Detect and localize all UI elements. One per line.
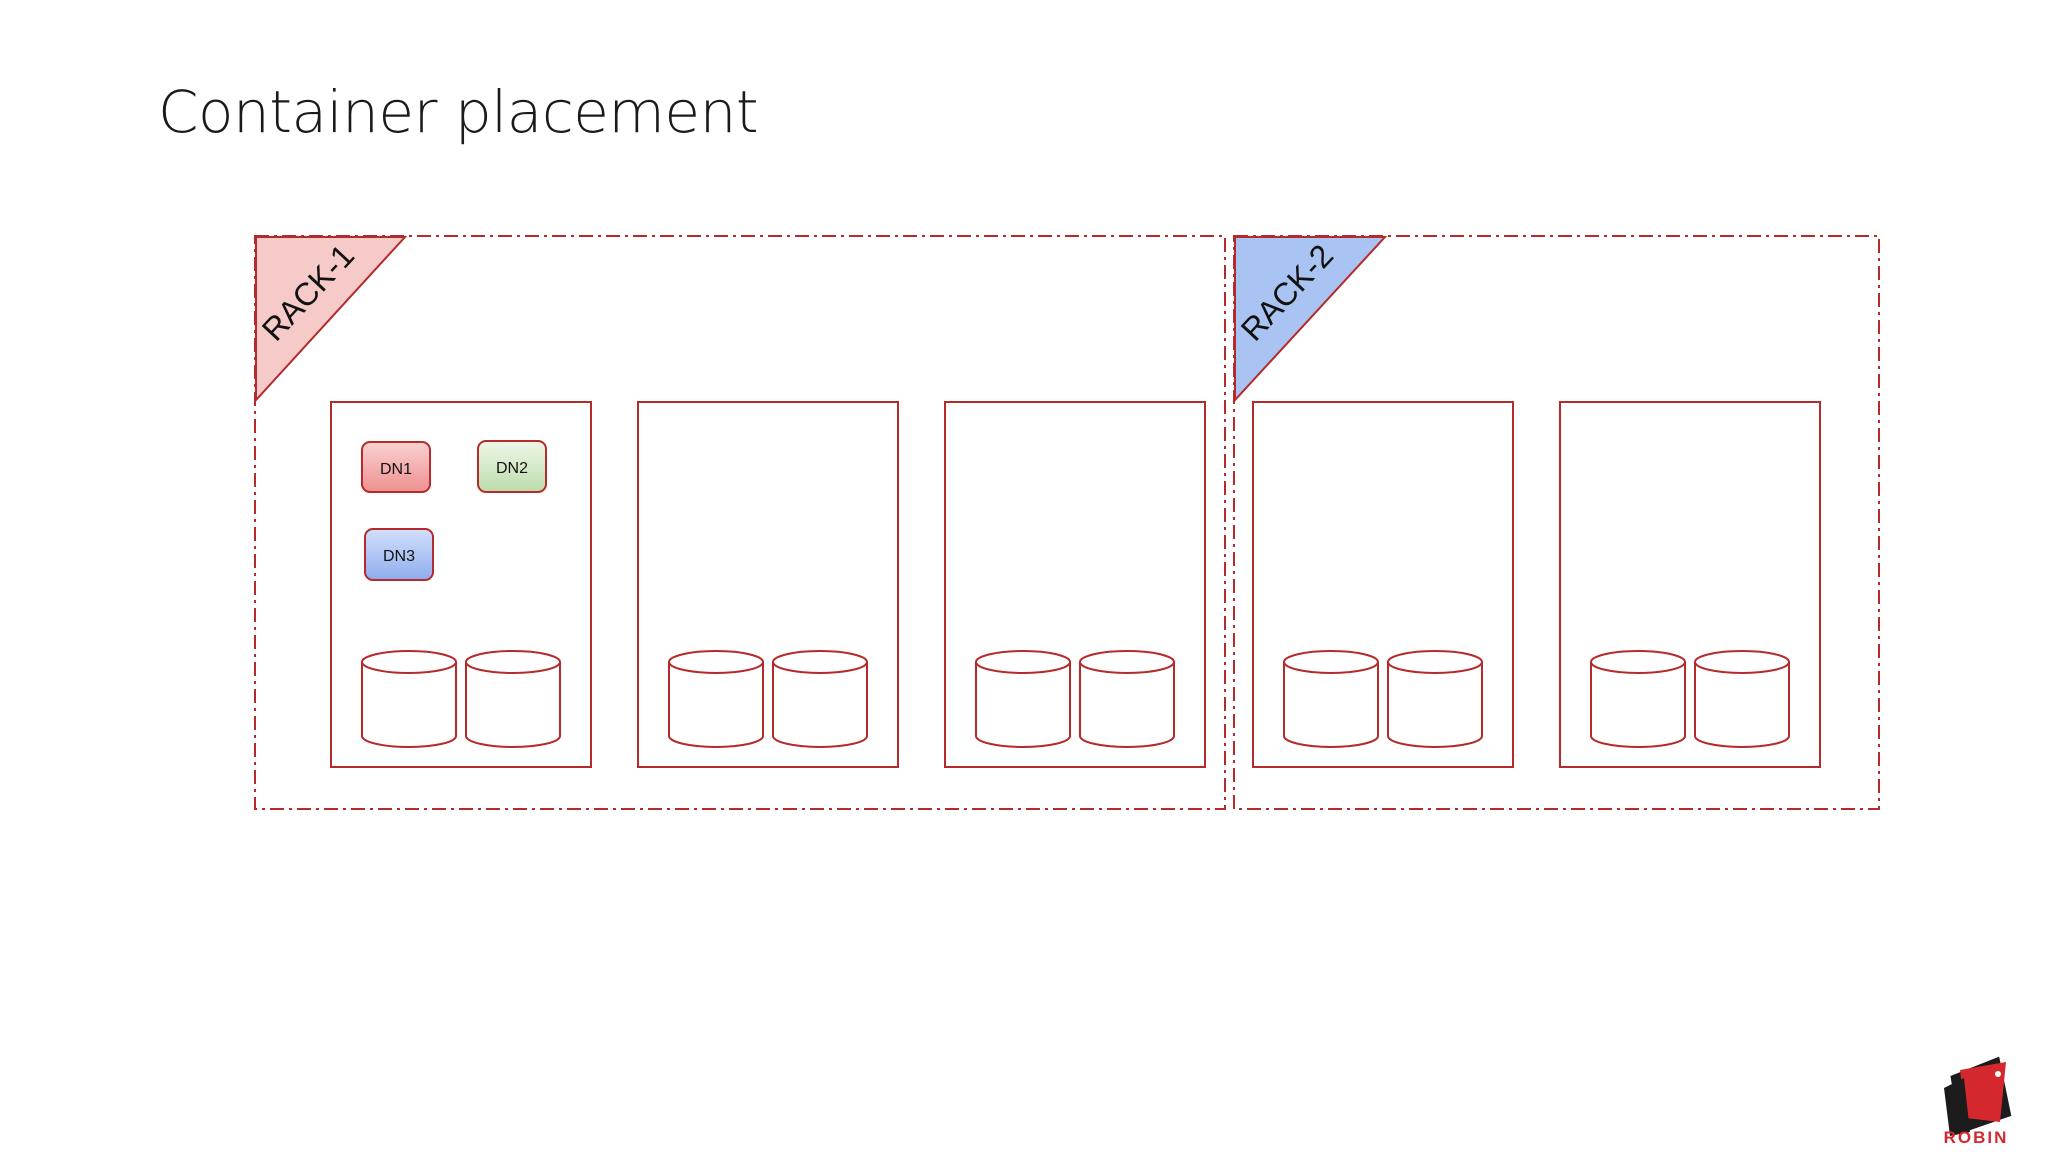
server-4-disk-2 [1387, 650, 1483, 748]
server-5 [1559, 401, 1821, 768]
rack-2-boundary [1233, 235, 1880, 810]
server-3-disk-2 [1079, 650, 1175, 748]
server-5-disk-1 [1590, 650, 1686, 748]
server-2-disk-2 [772, 650, 868, 748]
container-dn1[interactable] [361, 441, 431, 493]
container-dn3[interactable] [364, 528, 434, 581]
slide-title: Container placement [158, 78, 759, 146]
server-4 [1252, 401, 1514, 768]
server-4-disk-1 [1283, 650, 1379, 748]
server-2-disk-1 [668, 650, 764, 748]
server-3 [944, 401, 1206, 768]
container-dn2[interactable] [477, 440, 547, 493]
server-5-disk-2 [1694, 650, 1790, 748]
robin-logo-text: ROBIN [1943, 1128, 2009, 1147]
rack-1-tag [255, 236, 408, 403]
container-dn2-label: DN2 [496, 460, 528, 477]
container-dn1-label: DN1 [380, 461, 412, 478]
robin-logo [1944, 1056, 2012, 1136]
server-2 [637, 401, 899, 768]
server-1-disk-2 [465, 650, 561, 748]
server-1 [330, 401, 592, 768]
server-1-disk-1 [361, 650, 457, 748]
rack-2-tag [1234, 236, 1388, 403]
container-dn3-label: DN3 [383, 548, 415, 565]
server-3-disk-1 [975, 650, 1071, 748]
rack-1-boundary [254, 235, 1226, 810]
